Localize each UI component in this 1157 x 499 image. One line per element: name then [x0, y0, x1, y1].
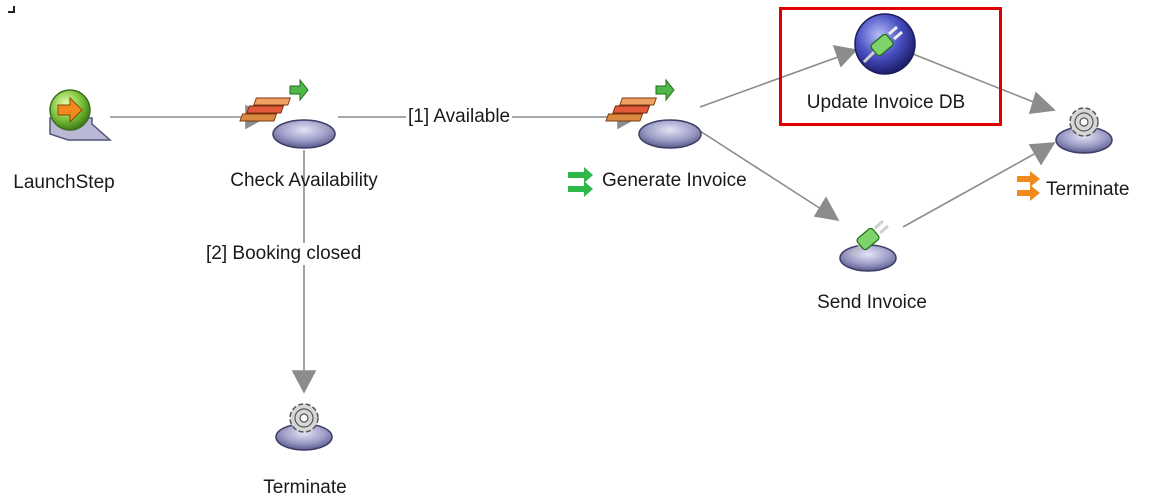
node-label-launch: LaunchStep: [13, 172, 115, 193]
send-invoice-node[interactable]: [839, 219, 897, 272]
edge-generate-send: [699, 130, 822, 210]
node-label-update-invoice-db: Update Invoice DB: [806, 92, 966, 113]
branch-arrows-icon: [568, 167, 593, 197]
edge-label-available: [1] Available: [406, 106, 513, 128]
edge-send-terminate: [902, 152, 1037, 228]
node-label-generate-invoice: Generate Invoice: [602, 170, 747, 191]
platform-icon: [638, 119, 702, 149]
plug-connector-icon: [850, 219, 889, 256]
update-invoice-db-node[interactable]: [854, 13, 916, 75]
launch-step-node[interactable]: [49, 89, 112, 141]
corner-mark: [8, 6, 15, 13]
generate-invoice-node[interactable]: [568, 78, 702, 197]
node-label-terminate-right: Terminate: [1046, 179, 1130, 200]
gear-icon: [289, 403, 319, 433]
arrowhead-icon: [1028, 142, 1056, 166]
node-label-send-invoice: Send Invoice: [817, 292, 927, 313]
xslt-transform-icon: [239, 78, 309, 122]
edge-generate-update: [699, 56, 839, 108]
edge-update-terminate: [912, 53, 1037, 104]
selection-highlight: [779, 7, 1002, 126]
platform-icon: [272, 119, 336, 149]
xslt-transform-icon: [605, 78, 675, 122]
check-availability-node[interactable]: [239, 78, 336, 149]
arrowhead-icon: [1028, 91, 1056, 114]
terminate-right-node[interactable]: [1017, 107, 1113, 201]
edge-label-booking-closed: [2] Booking closed: [204, 243, 364, 265]
arrowhead-icon: [291, 370, 317, 394]
arrowhead-icon: [813, 196, 840, 222]
arrowhead-icon: [832, 44, 858, 68]
merge-arrows-icon: [1017, 171, 1040, 201]
gear-icon: [1069, 107, 1099, 137]
terminate-bottom-node[interactable]: [275, 403, 333, 451]
node-label-terminate-bottom: Terminate: [263, 477, 347, 498]
plug-connector-icon: [862, 25, 903, 64]
node-label-check-availability: Check Availability: [230, 170, 378, 191]
